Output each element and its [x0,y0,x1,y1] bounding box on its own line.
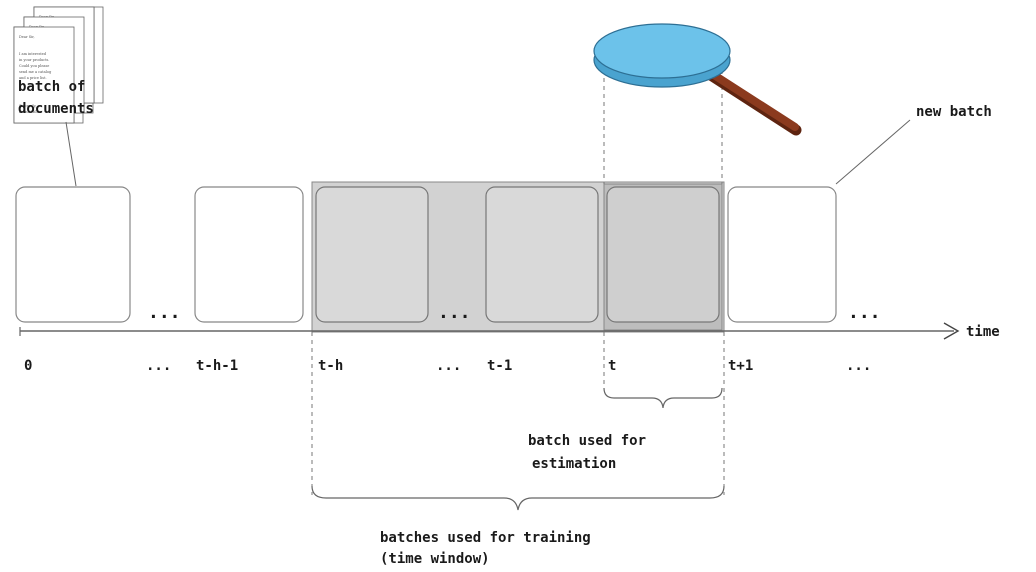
tick-label-ellipsis-3: ... [846,358,871,374]
new-batch-pointer [835,119,911,185]
estimation-brace [603,387,723,409]
tick-label-ellipsis-2: ... [436,358,461,374]
new-batch-label: new batch [916,104,992,120]
batch-t-h [14,7,429,323]
tick-label-t-plus-1: t+1 [728,358,753,374]
batch-t-h-1 [14,7,304,323]
tick-label-0: 0 [24,358,32,374]
tick-label-t-h: t-h [318,358,343,374]
tick-label-t-h-1: t-h-1 [196,358,238,374]
ellipsis-batches-1: ... [148,302,181,323]
ellipsis-batches-3: ... [848,302,881,323]
tick-label-ellipsis-1: ... [146,358,171,374]
training-brace [311,485,725,511]
tick-label-t: t [608,358,616,374]
batch-of-documents-label-line2: documents [18,101,94,117]
batch-t [14,7,720,323]
time-axis-label: time [966,324,1000,340]
estimation-label-line1: batch used for [528,433,646,449]
batch-t-1 [14,7,599,323]
training-window-boundaries [311,332,725,495]
training-label-line2: (time window) [380,551,490,567]
batch-of-documents-pointer [65,121,77,187]
time-axis [19,322,960,340]
training-label-line1: batches used for training [380,530,591,546]
batch-of-documents-label-line1: batch of [18,79,85,95]
ellipsis-batches-2: ... [438,302,471,323]
estimation-boundaries [603,70,723,388]
magnifying-glass-icon [593,23,802,136]
estimation-label-line2: estimation [532,456,616,472]
batch-t-plus-1 [14,7,837,323]
batch-0 [15,7,131,323]
tick-label-t-1: t-1 [487,358,512,374]
